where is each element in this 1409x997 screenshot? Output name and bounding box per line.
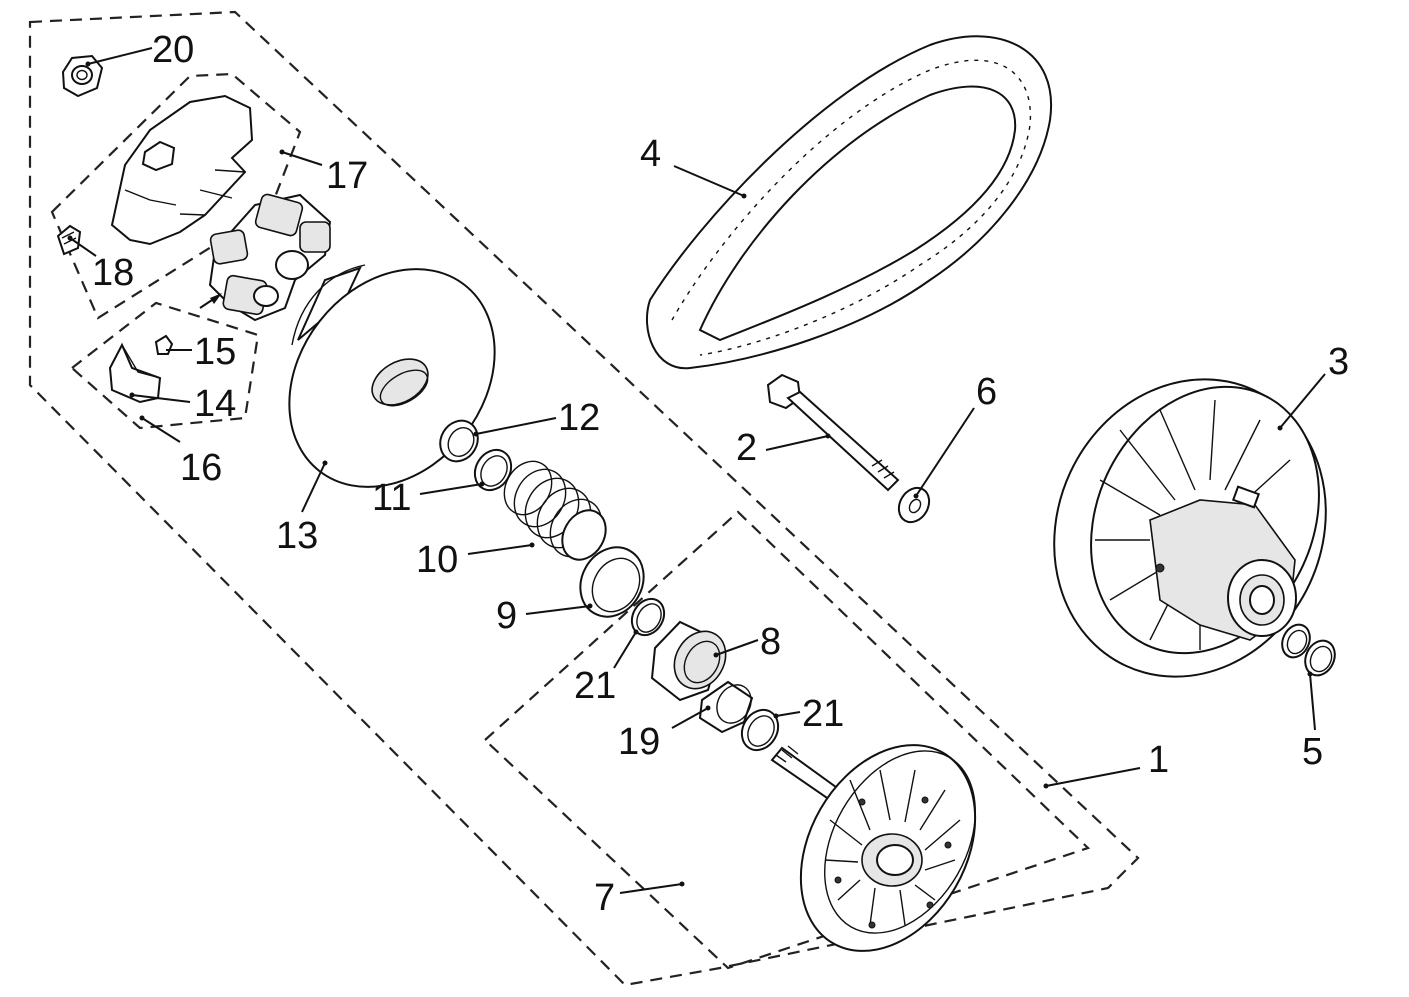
assembly-17-outline: [50, 72, 302, 320]
weight-bracket-part: [108, 342, 162, 404]
callout-8: 8: [760, 621, 781, 663]
bolt-part: [766, 373, 900, 492]
spider-roller-assembly-part: [208, 193, 332, 322]
bushing-9-part: [579, 546, 645, 618]
ring-21b-part: [740, 708, 780, 752]
callout-5: 5: [1302, 731, 1323, 773]
callout-3: 3: [1328, 341, 1349, 383]
callout-11: 11: [372, 477, 411, 519]
fixed-sheave-part: [770, 744, 977, 952]
callout-19: 19: [618, 721, 660, 763]
callout-10: 10: [416, 539, 458, 581]
ring-12-part: [439, 419, 479, 463]
callout-6: 6: [976, 371, 997, 413]
ramp-plate-part: [110, 94, 254, 246]
callout-21b: 21: [802, 693, 844, 735]
sleeve-8-part: [650, 620, 727, 702]
washer-part: [897, 486, 931, 524]
assembly-7-outline: [483, 510, 1091, 970]
callout-14: 14: [194, 383, 236, 425]
leader-lines: [67, 47, 1326, 894]
ring-21a-part: [630, 597, 666, 637]
drive-belt-part: [645, 35, 1053, 370]
callout-12: 12: [558, 397, 600, 439]
callout-21a: 21: [574, 665, 616, 707]
callout-17: 17: [326, 155, 368, 197]
callout-15: 15: [194, 331, 236, 373]
small-nut-part: [154, 334, 174, 355]
arrowhead: [210, 293, 222, 304]
callout-18: 18: [92, 252, 134, 294]
callout-13: 13: [276, 515, 318, 557]
callout-20: 20: [152, 29, 194, 71]
hex-nut-part: [61, 54, 104, 98]
ring-11-part: [473, 448, 513, 492]
callout-4: 4: [640, 133, 661, 175]
assembly-16-outline: [70, 301, 260, 430]
driven-pulley-part: [1053, 378, 1327, 678]
sleeve-19-part: [698, 680, 754, 734]
callout-9: 9: [496, 595, 517, 637]
rings-5-part: [1281, 623, 1336, 677]
callout-1: 1: [1148, 739, 1169, 781]
callout-7: 7: [594, 877, 615, 919]
spring-part: [503, 460, 607, 561]
callout-16: 16: [180, 447, 222, 489]
callout-2: 2: [736, 427, 757, 469]
